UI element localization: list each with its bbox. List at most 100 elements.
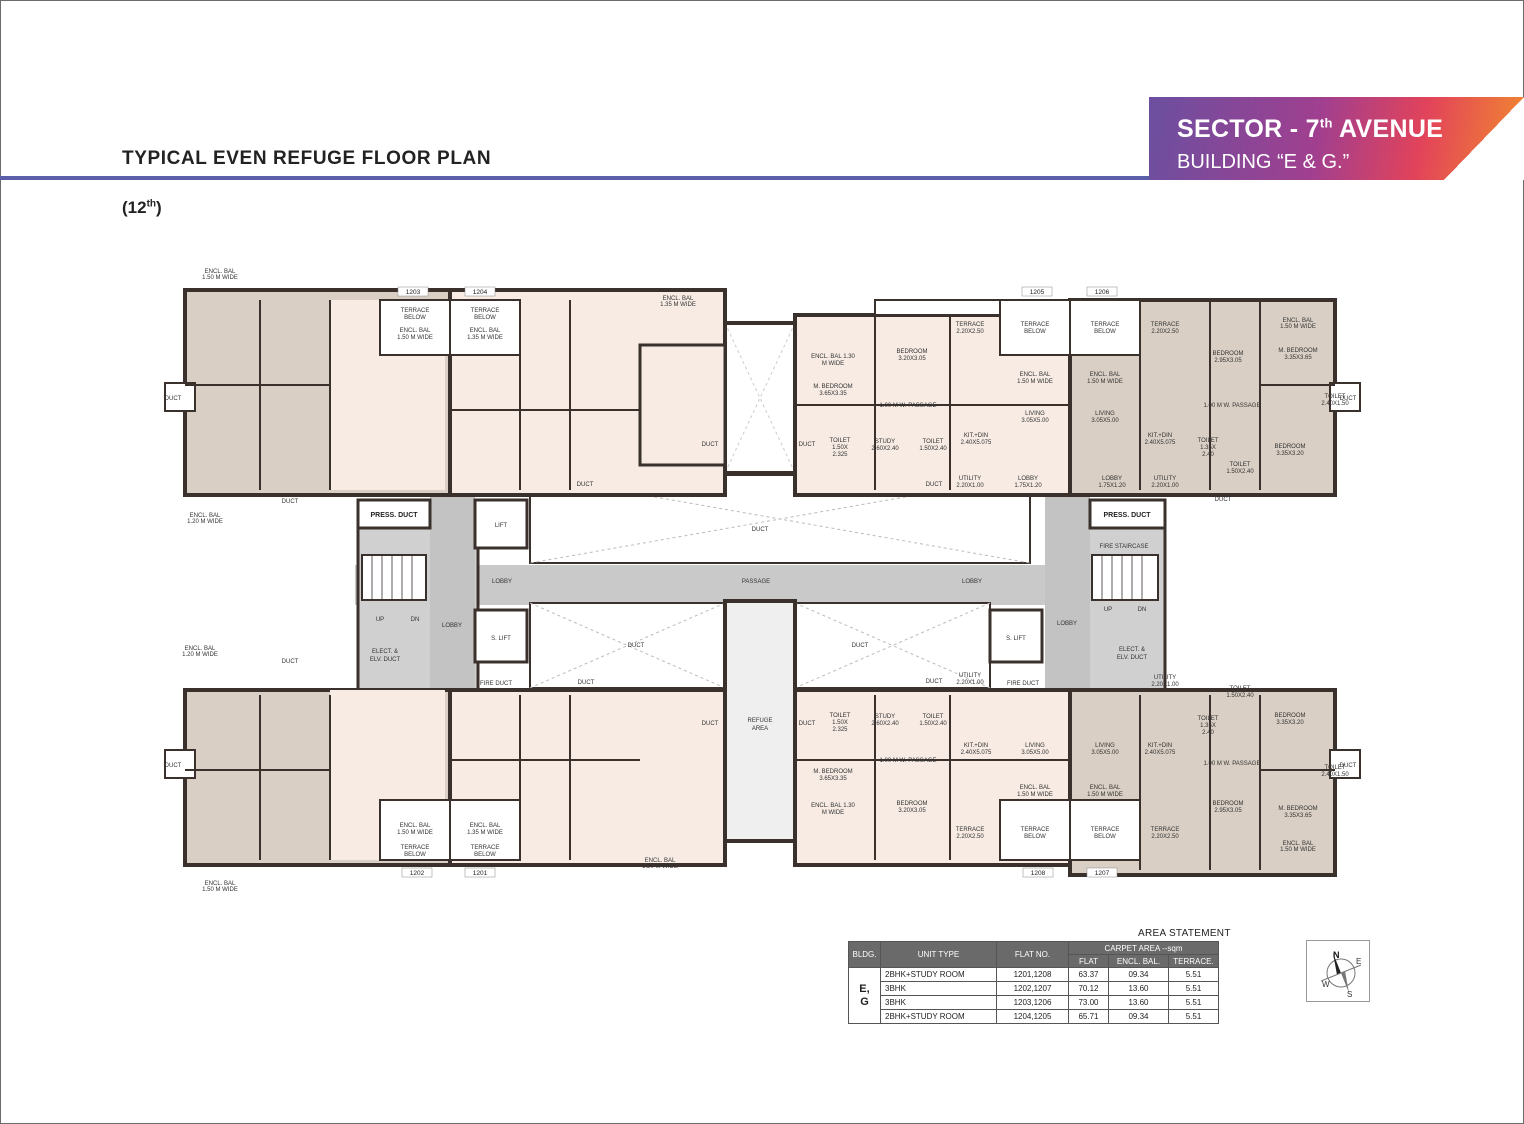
terrace-size-1206: 2.20X2.50 <box>1151 329 1179 335</box>
encl-bal-bottom-label-1201: ENCL. BAL <box>645 858 676 864</box>
utility-label-1206: UTILITY <box>1154 476 1176 482</box>
study-label-1205: STUDY <box>875 439 895 445</box>
living-size-1207: 3.05X5.00 <box>1091 750 1119 756</box>
flat-area-cell: 70.12 <box>1068 981 1109 996</box>
flat-tag-1208: 1208 <box>1031 870 1046 877</box>
toilet-label-1207: TOILET <box>1230 686 1251 692</box>
passage-label-1208: 1.00 M W. PASSAGE <box>880 758 937 764</box>
terrace-label-1208: TERRACE <box>956 827 985 833</box>
flat-tag-box-1204 <box>464 286 496 297</box>
toilet-label-b-1206: TOILET <box>1198 438 1219 444</box>
toilet-size-c-1208: 1.50X <box>832 720 848 726</box>
encl-bal-width-b-1206: 1.50 M WIDE <box>1087 379 1123 385</box>
toilet-size-b-1207: 2.40X1.50 <box>1321 772 1349 778</box>
compass-icon: N E S W <box>1306 940 1370 1002</box>
encl-bal-top-label-1204: ENCL. BAL <box>663 296 694 302</box>
encl-bal-cell: 09.34 <box>1108 1009 1169 1024</box>
badge-sector: SECTOR - 7th AVENUE <box>1177 115 1443 144</box>
duct-label-1201: DUCT <box>578 680 595 686</box>
toilet-size-1207: 1.50X2.40 <box>1226 693 1254 699</box>
encl-bal-width-b-1208: 1.50 M WIDE <box>1017 792 1053 798</box>
stair-dn-right: DN <box>1138 607 1147 613</box>
living-label-1208: LIVING <box>1025 743 1045 749</box>
encl-bal-top-label-1202: ENCL. BAL <box>185 646 216 652</box>
lobby-size-1205: 1.75X1.20 <box>1014 483 1042 489</box>
badge-building: BUILDING “E & G.” <box>1177 151 1350 173</box>
terrace-below-label-1207: TERRACE <box>1091 827 1120 833</box>
kit-din-label-1208: KIT.+DIN <box>964 743 988 749</box>
encl-bal-width-1207: 1.50 M WIDE <box>1087 792 1123 798</box>
terrace-below-label-1204: TERRACE <box>471 308 500 314</box>
toilet-label-b-1207: TOILET <box>1198 716 1219 722</box>
press-duct-label-left: PRESS. DUCT <box>370 512 418 519</box>
lobby-label-1205: LOBBY <box>1018 476 1038 482</box>
stair-dn-left: DN <box>411 617 420 623</box>
utility-label-1207: UTILITY <box>1154 675 1176 681</box>
encl-bal-label-1201: ENCL. BAL <box>470 823 501 829</box>
bedroom-size-1205: 3.20X3.05 <box>898 356 926 362</box>
toilet-label-c-1206: TOILET <box>1230 462 1251 468</box>
toilet-size-c2-1205: 2.325 <box>832 452 848 458</box>
fire-duct-label-right: FIRE DUCT <box>1007 681 1039 687</box>
encl-bal-label-1208: ENCL. BAL 1.30 <box>811 803 855 809</box>
terrace-below-label2-1208: BELOW <box>1024 834 1046 840</box>
toilet-label-b-1208: TOILET <box>923 714 944 720</box>
duct-label-lower-left: DUCT <box>628 643 645 649</box>
bedroom-size-b-1207: 2.95X3.05 <box>1214 808 1242 814</box>
m-bedroom-label-1206: M. BEDROOM <box>1278 348 1317 354</box>
bedroom-label-b-1206: BEDROOM <box>1274 444 1305 450</box>
terrace-label-1206: TERRACE <box>1151 322 1180 328</box>
terrace-below-1202 <box>379 799 451 861</box>
compass-south-arrow <box>1341 971 1349 993</box>
terrace-size-1207: 2.20X2.50 <box>1151 834 1179 840</box>
flat-tag-1206: 1206 <box>1095 289 1110 296</box>
flat-no-cell: 1201,1208 <box>996 967 1069 982</box>
flat-tag-1201: 1201 <box>473 870 488 877</box>
passage-label-1205: 1.00 M W. PASSAGE <box>880 403 937 409</box>
kit-din-size-1205: 2.40X5.075 <box>961 440 992 446</box>
badge-sector-sup: th <box>1319 115 1333 131</box>
terrace-cell: 5.51 <box>1168 967 1219 982</box>
lobby-size-1206: 1.75X1.20 <box>1098 483 1126 489</box>
kit-din-label-1206: KIT.+DIN <box>1148 433 1172 439</box>
bedroom-size-b-1206: 3.35X3.20 <box>1276 451 1304 457</box>
stair-left <box>361 554 427 601</box>
toilet-label-b-1205: TOILET <box>830 438 851 444</box>
duct-label-1203: DUCT <box>165 396 182 402</box>
press-duct-right <box>1088 498 1167 530</box>
encl-bal-width-1203: 1.50 M WIDE <box>397 335 433 341</box>
col-bldg: BLDG. <box>848 941 881 968</box>
encl-bal-bottom-width-1202: 1.50 M WIDE <box>202 887 238 893</box>
flat-tag-box-1206 <box>1086 286 1118 297</box>
living-label-1207: LIVING <box>1095 743 1115 749</box>
elv-label-left: ELV. DUCT <box>370 657 401 663</box>
encl-bal-top-width-1202: 1.20 M WIDE <box>182 652 218 658</box>
duct-label-b-1208: DUCT <box>926 679 943 685</box>
terrace-below-label-1205: TERRACE <box>1021 322 1050 328</box>
toilet-size-d2-1206: 2.40 <box>1202 452 1214 458</box>
m-bedroom-label-1207: M. BEDROOM <box>1278 806 1317 812</box>
terrace-below-label2-1203: BELOW <box>404 315 426 321</box>
bedroom-label-1205: BEDROOM <box>896 349 927 355</box>
stair-up-left: UP <box>376 617 384 623</box>
left-lobby-column <box>430 475 475 695</box>
encl-bal-bottom-label-1202: ENCL. BAL <box>205 881 236 887</box>
encl-bal-width-1206: 1.50 M WIDE <box>1280 324 1316 330</box>
passage-label-1207: 1.00 M W. PASSAGE <box>1204 761 1261 767</box>
encl-bal-width-1201: 1.35 M WIDE <box>467 830 503 836</box>
encl-bal-width-b-1205: 1.50 M WIDE <box>1017 379 1053 385</box>
compass-s: S <box>1347 990 1352 999</box>
compass-ring <box>1326 958 1356 988</box>
encl-bal-cell: 09.34 <box>1108 967 1169 982</box>
flat-tag-box-1203 <box>397 286 429 297</box>
bedroom-size-1207: 3.35X3.20 <box>1276 720 1304 726</box>
toilet-size-1206: 2.40X1.50 <box>1321 401 1349 407</box>
encl-bal-cell: 13.60 <box>1108 981 1169 996</box>
living-size-1206: 3.05X5.00 <box>1091 418 1119 424</box>
toilet-size-1206b: 1.50X2.40 <box>1226 469 1254 475</box>
encl-bal-bottom-label-1207: ENCL. BAL <box>1283 841 1314 847</box>
compass-n: N <box>1333 950 1340 960</box>
toilet-size-d-1206: 1.35X <box>1200 445 1216 451</box>
toilet-size-d2-1207: 2.40 <box>1202 730 1214 736</box>
kit-din-label-1207: KIT.+DIN <box>1148 743 1172 749</box>
